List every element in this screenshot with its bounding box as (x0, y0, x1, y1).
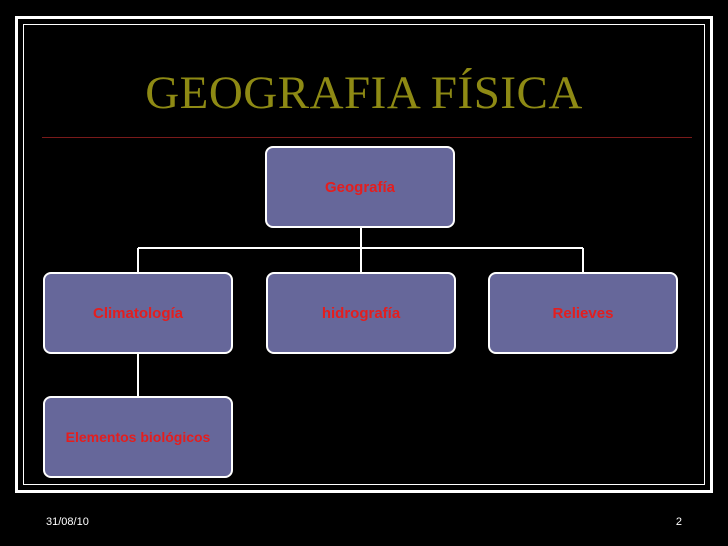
title-divider (42, 137, 692, 138)
node-elementos-biologicos: Elementos biológicos (43, 396, 233, 478)
node-climatologia: Climatología (43, 272, 233, 354)
node-geografia-label: Geografía (324, 178, 396, 196)
node-relieves-label: Relieves (552, 304, 614, 322)
slide-title: GEOGRAFIA FÍSICA (145, 67, 583, 119)
node-hidrografia-label: hidrografía (321, 304, 401, 322)
footer-page-number: 2 (675, 516, 682, 528)
node-geografia: Geografía (265, 146, 455, 228)
slide-frame (15, 16, 713, 493)
footer-date: 31/08/10 (46, 516, 89, 528)
slide-inner-frame (23, 24, 705, 485)
node-climatologia-label: Climatología (92, 304, 183, 322)
node-elementos-biologicos-label: Elementos biológicos (65, 429, 211, 445)
node-hidrografia: hidrografía (266, 272, 456, 354)
node-relieves: Relieves (488, 272, 678, 354)
